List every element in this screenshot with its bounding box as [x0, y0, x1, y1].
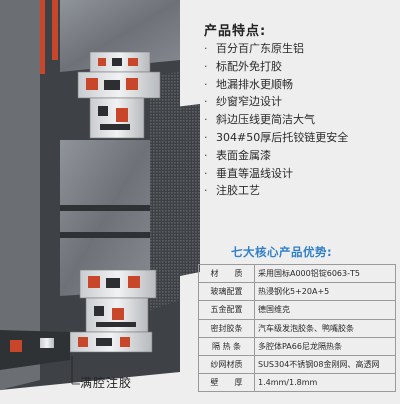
feature-label: 垂直等温线设计	[216, 166, 293, 180]
feature-item: · 斜边压线更简洁大气	[204, 111, 398, 129]
feature-label: 地漏排水更顺畅	[216, 77, 293, 91]
spec-value: 采用国标A000铝锭6063-T5	[254, 263, 396, 284]
caption-full-cavity-glue: 满腔注胶	[80, 376, 133, 390]
feature-label: 注胶工艺	[216, 184, 260, 198]
bullet-icon: ·	[204, 148, 208, 162]
bullet-icon: ·	[204, 59, 208, 73]
feature-label: 304#50厚后托铰链更安全	[216, 130, 349, 144]
feature-item: · 垂直等温线设计	[204, 165, 398, 183]
feature-item: · 注胶工艺	[204, 182, 398, 200]
spec-value: 多腔体PA66尼龙隔热条	[254, 336, 396, 356]
bullet-icon: ·	[204, 42, 208, 55]
spec-key: 隔 热 条	[198, 336, 255, 356]
bullet-icon: ·	[204, 130, 208, 144]
feature-item: · 百分百广东原生铝	[204, 40, 398, 58]
feature-label: 标配外免打胶	[216, 59, 282, 73]
feature-label: 斜边压线更简洁大气	[216, 113, 315, 127]
bullet-icon: ·	[204, 95, 208, 109]
spec-key: 纱网材质	[198, 354, 255, 375]
feature-label: 表面金属漆	[216, 148, 271, 162]
bullet-icon: ·	[204, 166, 208, 180]
feature-item: · 标配外免打胶	[204, 58, 398, 76]
features-list: · 百分百广东原生铝 · 标配外免打胶 · 地漏排水更顺畅 · 纱窗窄边设计 · 斜边压线…	[204, 40, 398, 200]
bullet-icon: ·	[204, 184, 208, 198]
spec-table: 材 质采用国标A000铝锭6063-T5 玻璃配置热浸钢化5+20A+5 五金配…	[198, 263, 396, 393]
spec-value: 1.4mm/1.8mm	[254, 373, 396, 393]
spec-value: 德国维克	[254, 300, 396, 320]
feature-item: · 地漏排水更顺畅	[204, 76, 398, 94]
table-row: 隔 热 条多腔体PA66尼龙隔热条	[198, 336, 396, 356]
features-title: 产品特点:	[204, 24, 267, 39]
spec-key: 材 质	[198, 263, 255, 284]
table-row: 玻璃配置热浸钢化5+20A+5	[198, 282, 396, 302]
spec-key: 密封胶条	[198, 318, 255, 338]
bullet-icon: ·	[204, 77, 208, 91]
core-advantages-title: 七大核心产品优势:	[231, 245, 333, 259]
spec-key: 五金配置	[198, 300, 255, 320]
bullet-icon: ·	[204, 113, 208, 127]
feature-item: · 304#50厚后托铰链更安全	[204, 129, 398, 147]
spec-value: 汽车级发泡胶条、鸭嘴胶条	[254, 318, 396, 338]
table-row: 材 质采用国标A000铝锭6063-T5	[198, 263, 396, 284]
table-row: 密封胶条汽车级发泡胶条、鸭嘴胶条	[198, 318, 396, 338]
feature-item: · 表面金属漆	[204, 147, 398, 165]
spec-key: 壁 厚	[198, 373, 255, 393]
feature-label: 百分百广东原生铝	[216, 42, 304, 55]
spec-value: SUS304不锈钢08金刚网、高透网	[254, 354, 396, 375]
spec-key: 玻璃配置	[198, 282, 255, 302]
spec-value: 热浸钢化5+20A+5	[254, 282, 396, 302]
feature-label: 纱窗窄边设计	[216, 95, 282, 109]
window-profile-illustration: 满腔注胶	[0, 0, 200, 400]
window-cross-section-image	[0, 0, 200, 390]
table-row: 五金配置德国维克	[198, 300, 396, 320]
feature-item: · 纱窗窄边设计	[204, 93, 398, 111]
